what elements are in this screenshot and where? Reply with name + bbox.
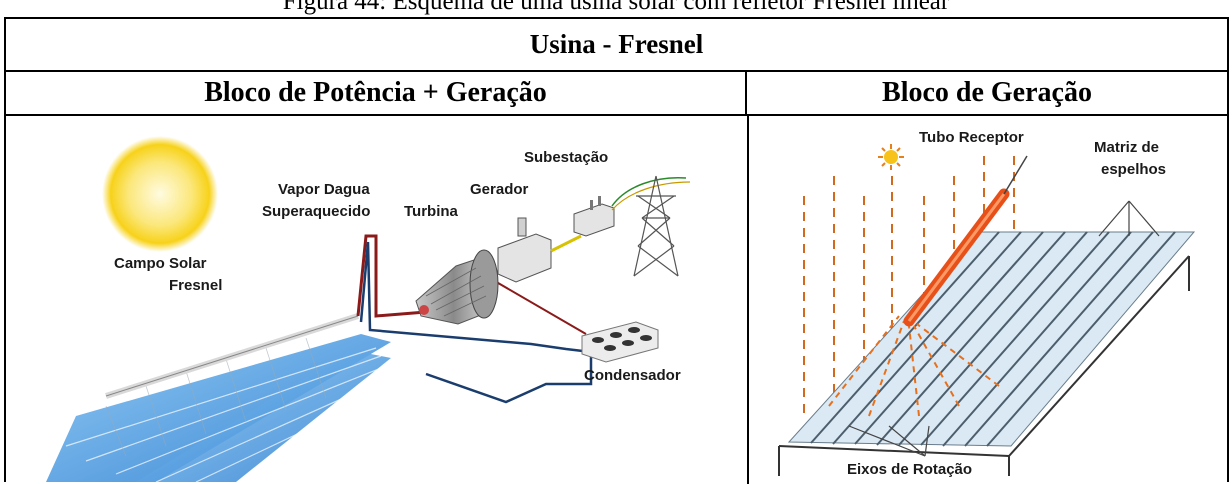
column-divider xyxy=(747,116,749,484)
plant-illustration xyxy=(46,136,691,482)
label-vapor-2: Superaquecido xyxy=(262,203,371,220)
generation-block-diagram: Tubo Receptor Matriz de espelhos Eixos d… xyxy=(749,116,1227,482)
label-campo-solar-1: Campo Solar xyxy=(114,255,207,272)
label-matriz-1: Matriz de xyxy=(1094,139,1160,156)
collector-illustration xyxy=(778,144,1196,476)
return-pipe xyxy=(359,241,593,404)
receiver-tube-icon xyxy=(903,155,1028,327)
turbine-icon xyxy=(415,249,499,325)
label-vapor-1: Vapor Dagua xyxy=(278,181,370,198)
condenser-icon xyxy=(581,321,659,363)
header-power-block: Bloco de Potência + Geração xyxy=(6,72,747,114)
generator-icon xyxy=(497,217,582,283)
label-eixos-rotacao: Eixos de Rotação xyxy=(847,461,973,478)
transmission-tower-icon xyxy=(633,175,679,277)
table-header-row: Bloco de Potência + Geração Bloco de Ger… xyxy=(6,72,1227,116)
label-campo-solar-2: Fresnel xyxy=(169,277,223,294)
small-sun-icon xyxy=(878,144,904,170)
table-title: Usina - Fresnel xyxy=(6,19,1227,72)
label-tubo-receptor: Tubo Receptor xyxy=(919,129,1024,146)
header-generation-block: Bloco de Geração xyxy=(882,77,1092,108)
reflected-rays xyxy=(828,315,1000,417)
label-condensador: Condensador xyxy=(584,367,681,384)
substation-icon xyxy=(573,177,691,237)
support-frame xyxy=(778,255,1190,476)
power-plant-diagram: Campo Solar Fresnel Vapor Dagua Superaqu… xyxy=(6,116,747,482)
label-turbina: Turbina xyxy=(404,203,458,220)
label-gerador: Gerador xyxy=(470,181,529,198)
sun-icon xyxy=(102,136,218,252)
mirror-array xyxy=(787,231,1196,447)
leader-lines xyxy=(848,200,1160,457)
figure-caption: Figura 44: Esquema de uma usina solar co… xyxy=(282,0,950,15)
label-matriz-2: espelhos xyxy=(1101,161,1167,178)
label-subestacao: Subestação xyxy=(524,149,609,166)
fresnel-mirror-field xyxy=(46,313,391,482)
steam-pipe xyxy=(356,234,427,318)
figure-table: Usina - Fresnel Bloco de Potência + Gera… xyxy=(4,17,1229,484)
